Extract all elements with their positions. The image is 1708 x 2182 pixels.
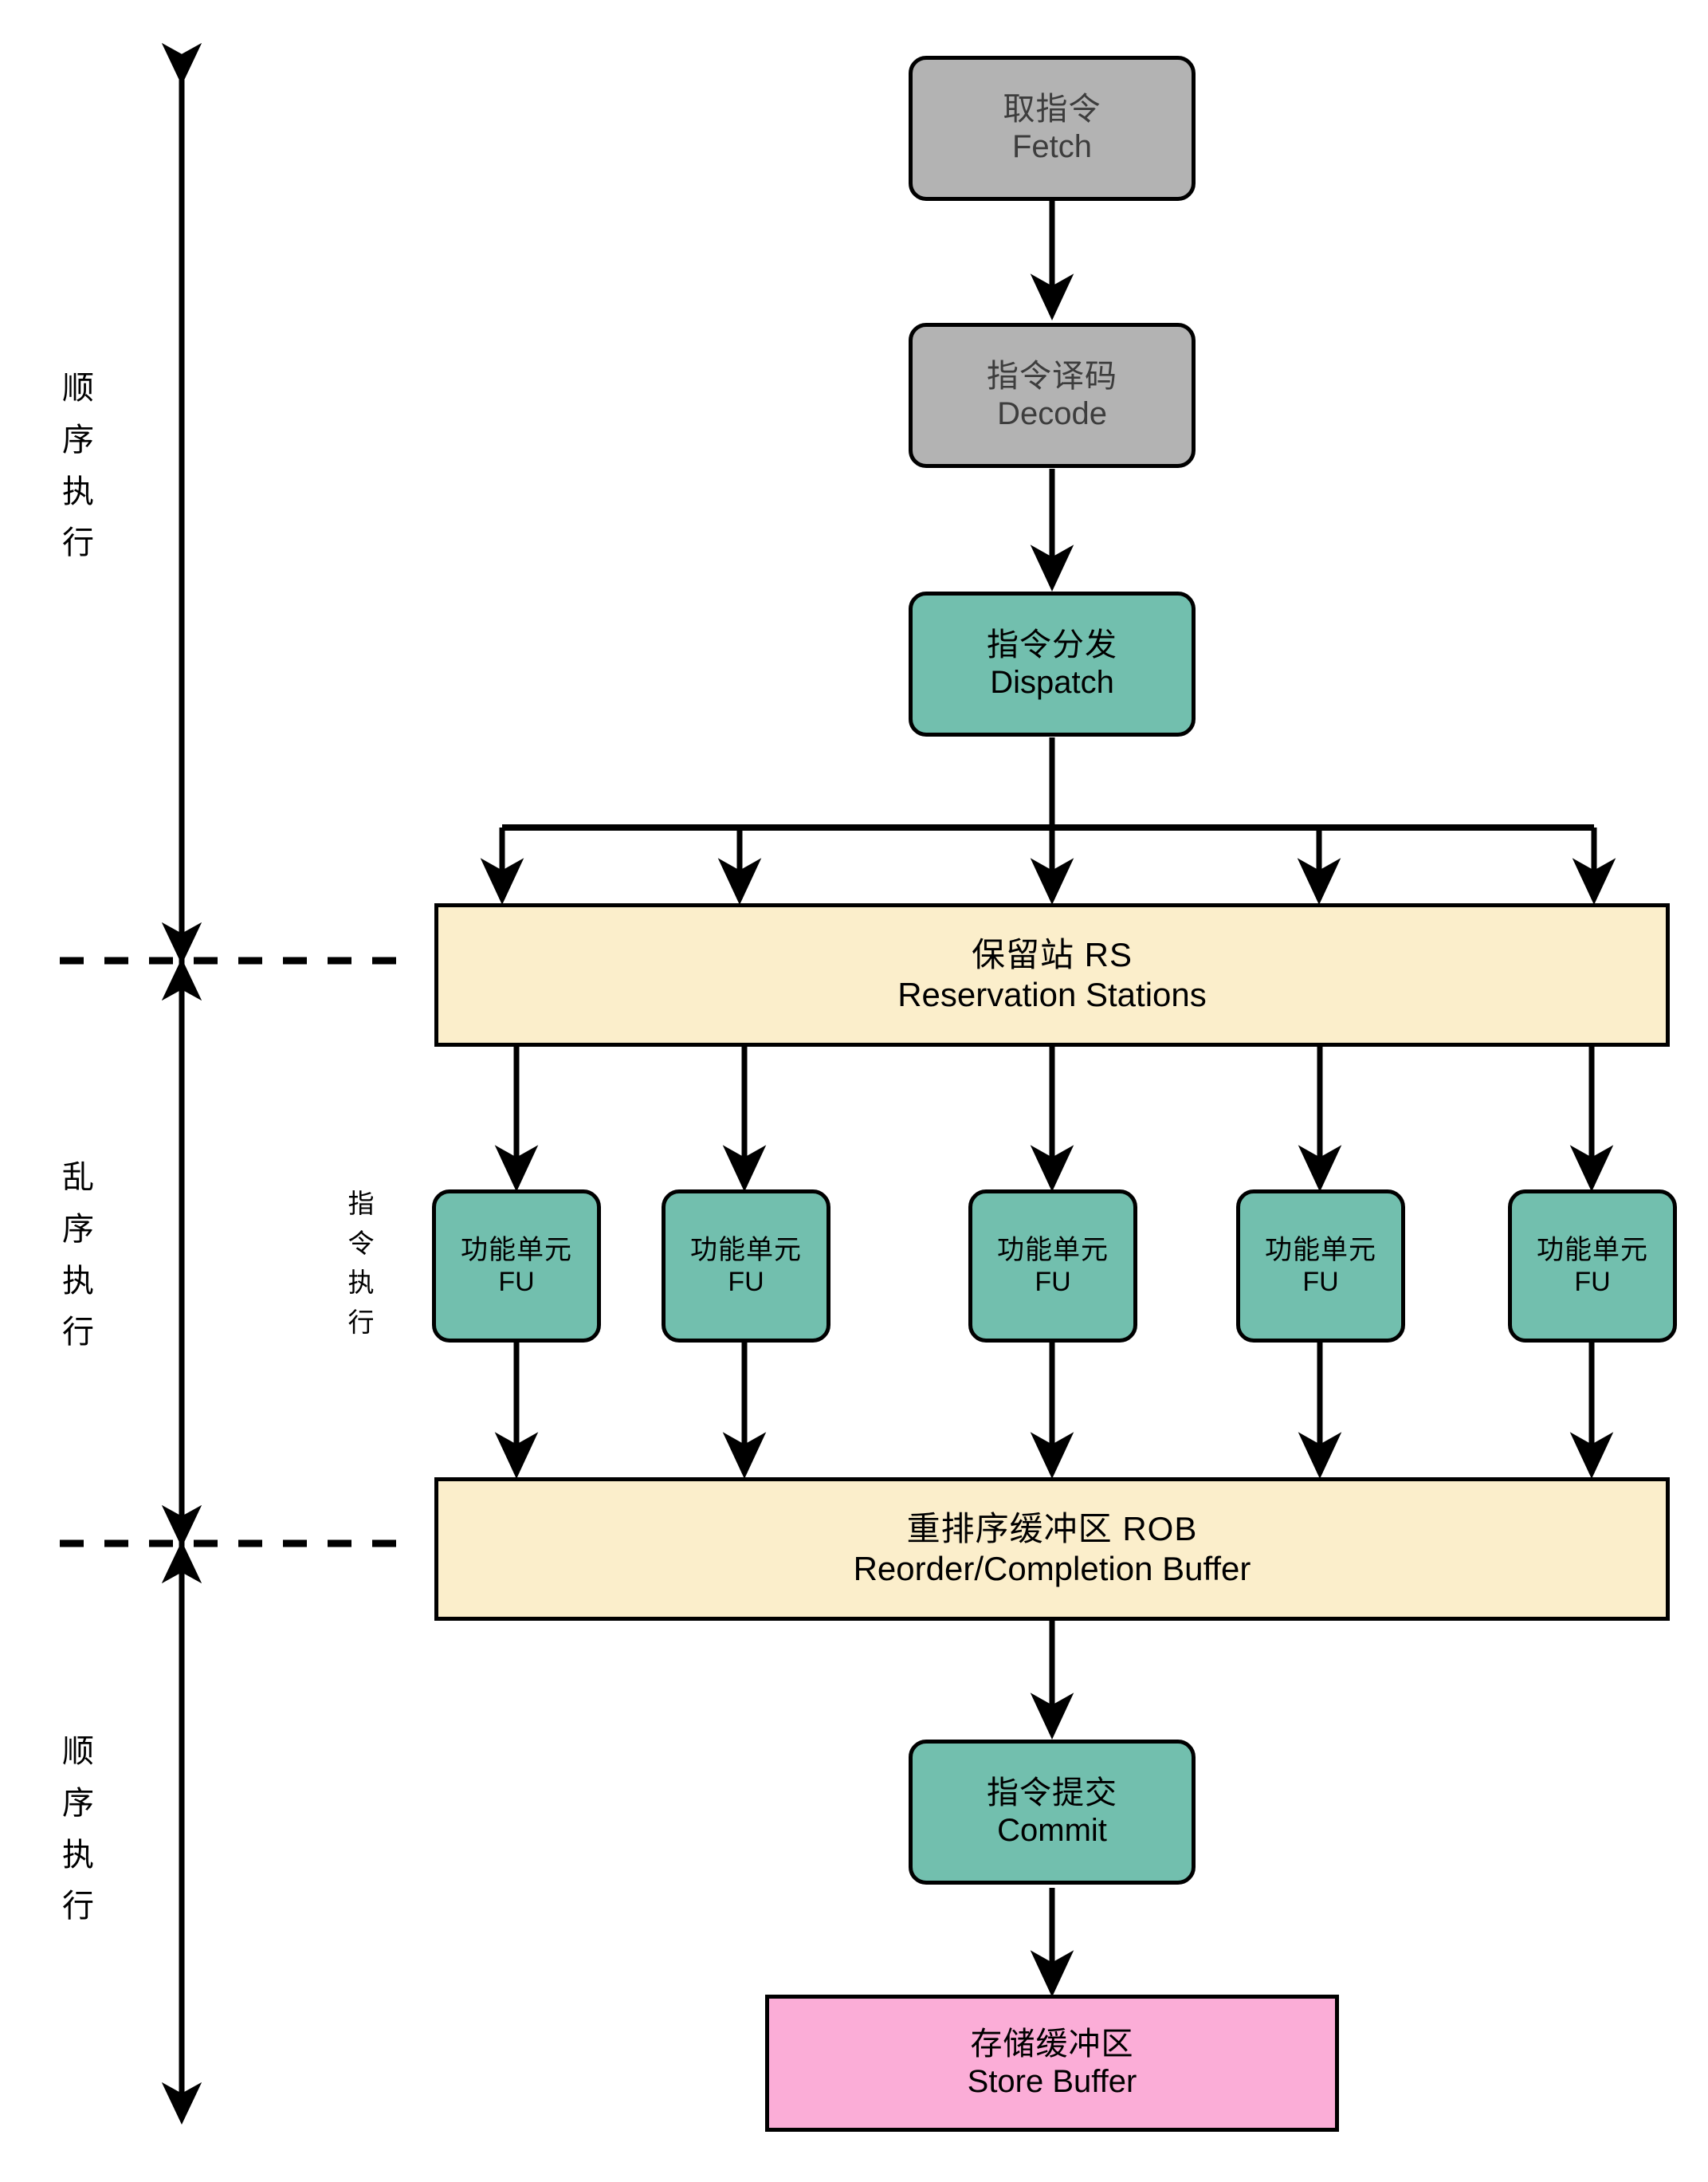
rs-label-en: Reservation Stations [897,976,1207,1013]
stage-fetch[interactable]: 取指令 Fetch [909,56,1196,201]
rob-label-en: Reorder/Completion Buffer [853,1550,1251,1587]
buffer-store-buffer[interactable]: 存储缓冲区 Store Buffer [765,1995,1339,2132]
execute-label-char: 执 [347,1268,375,1297]
phase-label-in-order-back: 顺 序 执 行 [46,1726,110,1932]
execute-label-char: 指 [347,1189,375,1218]
buffer-reorder-buffer[interactable]: 重排序缓冲区 ROB Reorder/Completion Buffer [434,1477,1670,1621]
fu-3-label-cn: 功能单元 [997,1234,1109,1265]
buffer-reservation-stations[interactable]: 保留站 RS Reservation Stations [434,903,1670,1047]
phase-label-out-of-order: 乱 序 执 行 [46,1152,110,1358]
fu-2-label-cn: 功能单元 [690,1234,802,1265]
phase-label-char: 行 [62,1889,94,1924]
edge-rob-commit [1030,1617,1074,1740]
rob-label-cn: 重排序缓冲区 ROB [906,1510,1198,1548]
phase-divider-upper [60,893,414,1030]
fu-4-label-cn: 功能单元 [1265,1234,1376,1265]
execute-label-char: 令 [347,1228,375,1258]
functional-unit-4[interactable]: 功能单元 FU [1236,1189,1405,1343]
stage-dispatch-label-en: Dispatch [990,665,1114,700]
functional-unit-2[interactable]: 功能单元 FU [662,1189,830,1343]
dispatch-fanout-bus [480,824,1616,905]
fu-2-label-en: FU [728,1267,764,1297]
fu-1-label-en: FU [498,1267,535,1297]
stage-dispatch[interactable]: 指令分发 Dispatch [909,592,1196,737]
store-buffer-label-cn: 存储缓冲区 [970,2026,1134,2062]
stage-commit-label-cn: 指令提交 [987,1775,1117,1810]
phase-label-char: 行 [62,1315,94,1350]
phase-label-char: 顺 [62,1734,94,1769]
phase-label-char: 乱 [62,1160,94,1195]
edge-fus-to-rob [494,1341,1614,1479]
stage-dispatch-label-cn: 指令分发 [987,627,1117,662]
functional-unit-1[interactable]: 功能单元 FU [432,1189,601,1343]
execute-stage-label: 指 令 执 行 [335,1184,387,1342]
stage-fetch-label-en: Fetch [1011,129,1093,164]
stage-fetch-label-cn: 取指令 [1003,91,1101,127]
phase-divider-lower [60,1476,414,1612]
phase-label-char: 序 [62,1785,94,1821]
phase-label-char: 执 [62,1263,94,1299]
phase-label-char: 序 [62,1211,94,1247]
fu-5-label-en: FU [1574,1267,1611,1297]
phase-label-char: 执 [62,474,94,509]
store-buffer-label-en: Store Buffer [967,2064,1137,2099]
fu-5-label-cn: 功能单元 [1537,1234,1648,1265]
execute-label-char: 行 [347,1307,375,1337]
edge-rs-to-fus [494,1046,1614,1192]
rs-label-cn: 保留站 RS [971,936,1133,974]
functional-unit-3[interactable]: 功能单元 FU [968,1189,1137,1343]
phase-label-char: 序 [62,422,94,458]
phase-label-in-order-front: 顺 序 执 行 [46,363,110,569]
phase-label-char: 执 [62,1837,94,1873]
fu-4-label-en: FU [1302,1267,1339,1297]
stage-commit[interactable]: 指令提交 Commit [909,1740,1196,1885]
stage-decode-label-cn: 指令译码 [987,358,1117,394]
functional-unit-5[interactable]: 功能单元 FU [1508,1189,1677,1343]
stage-decode-label-en: Decode [997,396,1107,431]
fu-1-label-cn: 功能单元 [461,1234,572,1265]
phase-label-char: 顺 [62,371,94,406]
phase-label-char: 行 [62,525,94,561]
fu-3-label-en: FU [1035,1267,1071,1297]
stage-commit-label-en: Commit [997,1813,1107,1848]
stage-decode[interactable]: 指令译码 Decode [909,323,1196,468]
